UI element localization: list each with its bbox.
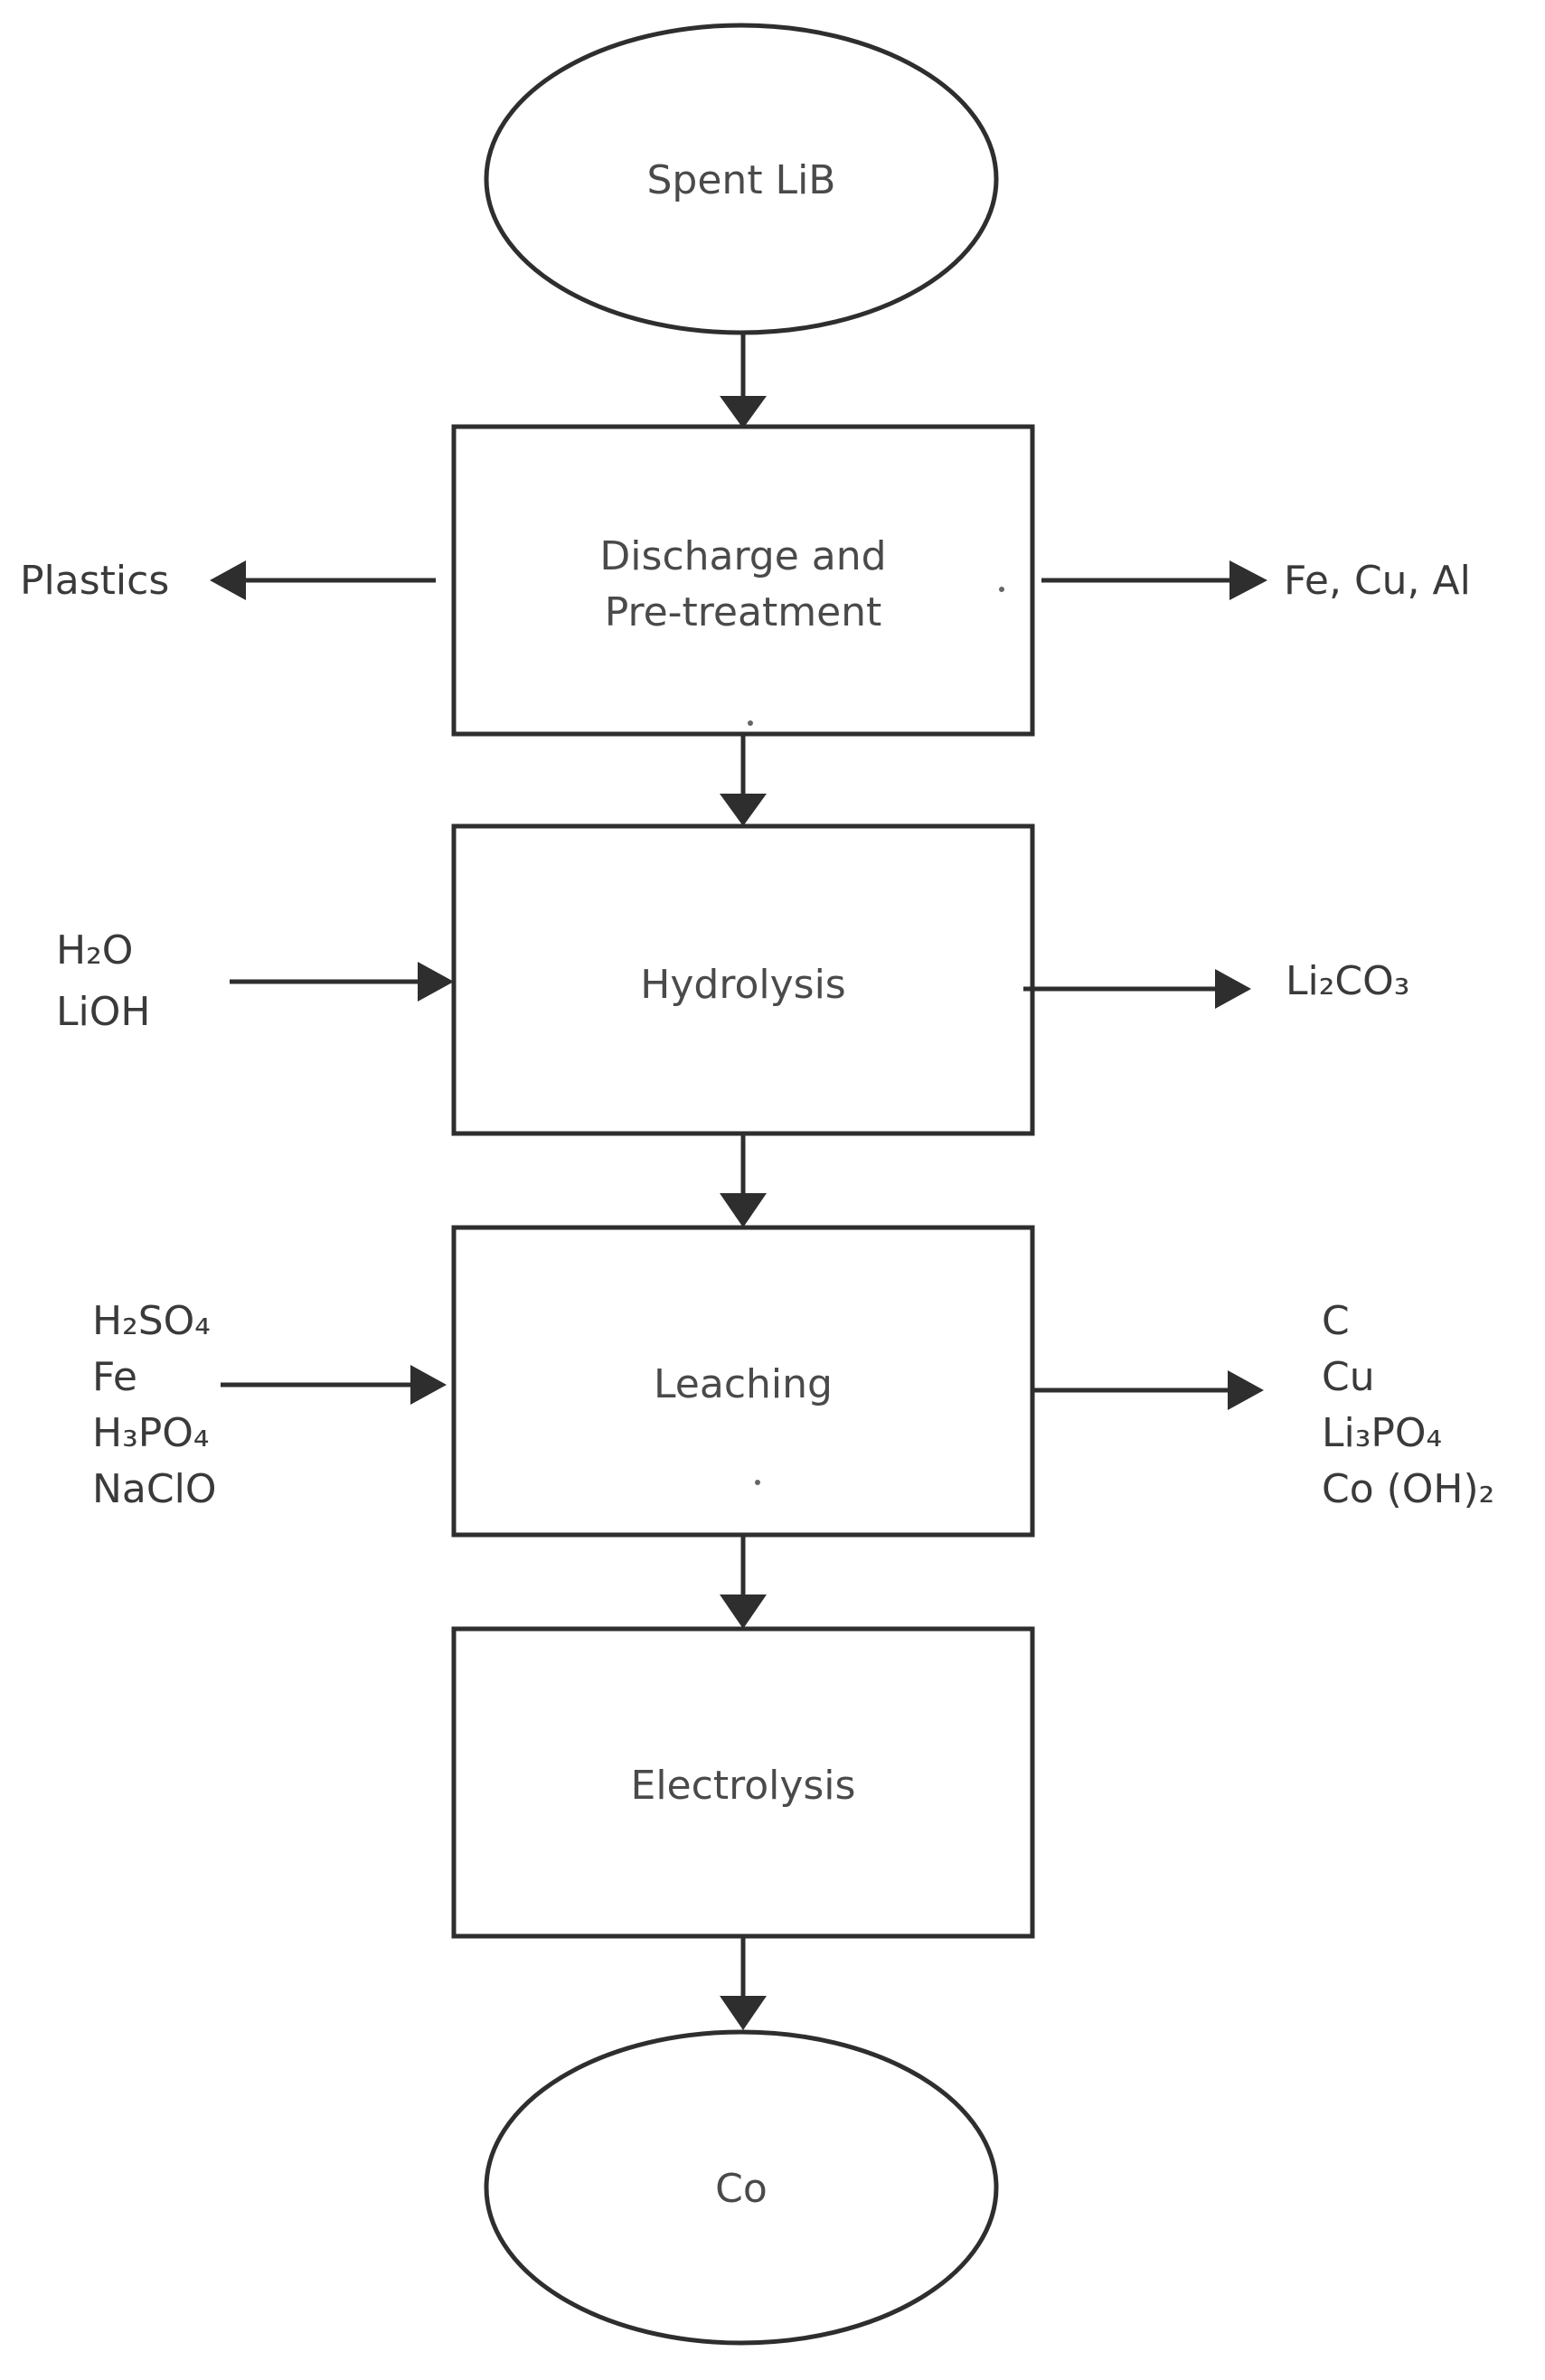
output-label-cu: Cu [1322,1354,1375,1400]
start-node-label: Spent LiB [647,157,836,203]
end-node-co [484,2029,999,2346]
input-label-h3po4: H₃PO₄ [92,1410,210,1456]
output-label-c: C [1322,1298,1350,1344]
hydrolysis-label: Hydrolysis [640,962,845,1008]
process-box-electrolysis [451,1626,1035,1939]
output-label-li3po4: Li₃PO₄ [1322,1410,1442,1456]
arrowhead-electrolysis-to-co [720,1996,767,2030]
stray-dot [748,720,753,726]
arrowhead-li2co3 [1215,969,1251,1009]
pretreatment-label-line2: Pre-treatment [605,589,882,635]
arrowhead-metals [1229,560,1267,600]
output-label-metals: Fe, Cu, Al [1284,558,1471,604]
output-label-coh2: Co (OH)₂ [1322,1466,1494,1512]
arrowhead-inputs-to-leaching [410,1365,447,1405]
arrowhead-pretreatment-to-hydrolysis [720,794,767,826]
input-label-naclo: NaClO [92,1466,216,1512]
arrowhead-leaching-to-electrolysis [720,1595,767,1629]
leaching-label: Leaching [654,1361,833,1407]
input-label-fe: Fe [92,1354,137,1400]
start-node-spent-lib [484,23,999,335]
process-box-leaching [451,1225,1035,1538]
output-label-plastics: Plastics [20,558,169,604]
arrowhead-plastics [210,560,246,600]
electrolysis-label: Electrolysis [631,1763,856,1809]
end-node-label: Co [715,2166,768,2212]
arrowhead-inputs-to-hydrolysis [418,962,454,1002]
stray-dot [755,1480,760,1485]
stray-dot [999,587,1004,592]
arrowhead-start-to-pretreatment [720,396,767,428]
pretreatment-label-line1: Discharge and [599,533,886,579]
arrowhead-hydrolysis-to-leaching [720,1193,767,1228]
arrowhead-leaching-products [1228,1370,1264,1410]
input-label-h2o: H₂O [56,927,133,974]
process-box-pretreatment [451,424,1035,737]
input-label-h2so4: H₂SO₄ [92,1298,211,1344]
input-label-lioh: LiOH [56,989,150,1035]
output-label-li2co3: Li₂CO₃ [1286,958,1409,1004]
